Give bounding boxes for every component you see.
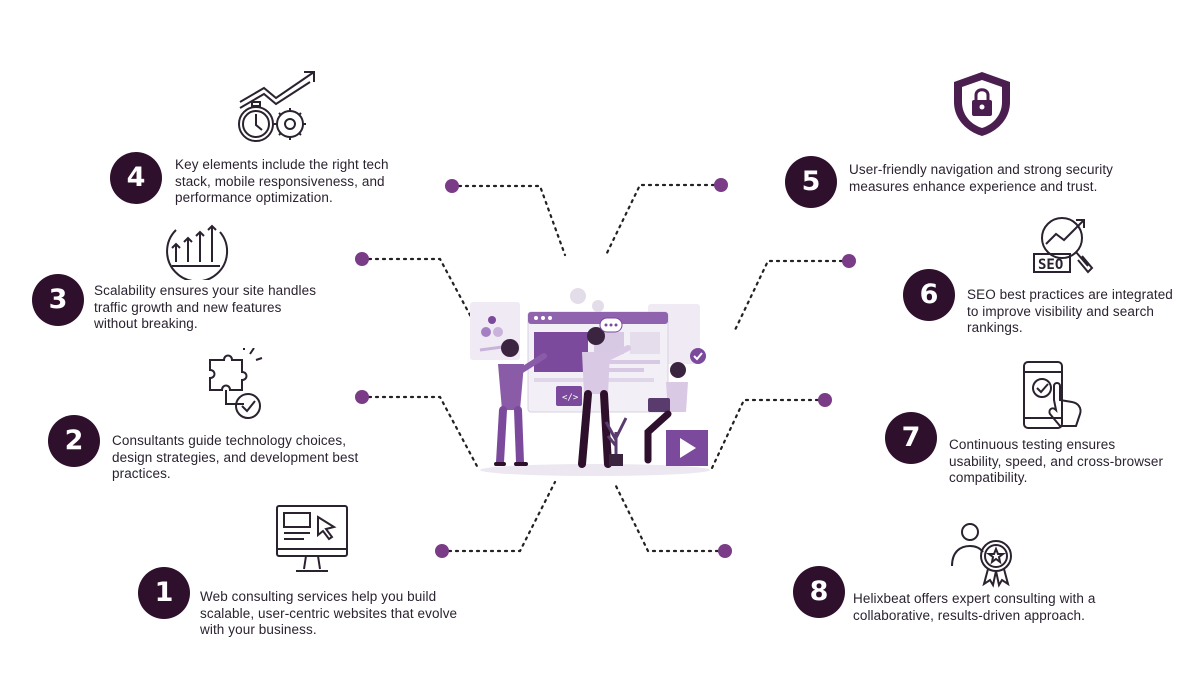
step-number-4: 4 [110, 152, 162, 204]
connector-dot-6 [842, 254, 856, 268]
step-4-text: Key elements include the right tech stac… [175, 157, 389, 205]
step-1-text: Web consulting services help you build s… [200, 589, 458, 637]
seo-magnifier-icon: SEO [1033, 217, 1094, 274]
connector-dot-3 [355, 252, 369, 266]
step-3-text: Scalability ensures your site handles tr… [94, 283, 317, 331]
connector-dot-1 [435, 544, 449, 558]
step-2-text: Consultants guide technology choices, de… [112, 433, 359, 481]
step-number-8: 8 [793, 566, 845, 618]
puzzle-check-icon [209, 348, 263, 419]
step-8-text: Helixbeat offers expert consulting with … [853, 591, 1096, 623]
shield-lock-icon [954, 72, 1010, 136]
connector-dot-2 [355, 390, 369, 404]
step-5-text: User-friendly navigation and strong secu… [849, 162, 1114, 194]
connector-dot-4 [445, 179, 459, 193]
step-number-6: 6 [903, 269, 955, 321]
growth-arrows-icon [166, 224, 229, 280]
step-number-1: 1 [138, 567, 190, 619]
step-number-7: 7 [885, 412, 937, 464]
connector-dot-7 [818, 393, 832, 407]
user-award-icon [951, 523, 1012, 588]
step-number-5: 5 [785, 156, 837, 208]
step-number-3: 3 [32, 274, 84, 326]
connector-dot-8 [718, 544, 732, 558]
step-number-2: 2 [48, 415, 100, 467]
stopwatch-gear-growth-icon [238, 71, 315, 142]
seo-icon-label: SEO [1038, 257, 1063, 273]
step-6-text: SEO best practices are integrated to imp… [967, 287, 1173, 335]
svg-text:</>: </> [562, 393, 579, 403]
step-7-text: Continuous testing ensures usability, sp… [949, 437, 1164, 485]
phone-tap-icon [1023, 361, 1082, 429]
monitor-cursor-icon [276, 505, 348, 572]
connector-dot-5 [714, 178, 728, 192]
team-collaboration-illustration: </> [470, 288, 710, 476]
